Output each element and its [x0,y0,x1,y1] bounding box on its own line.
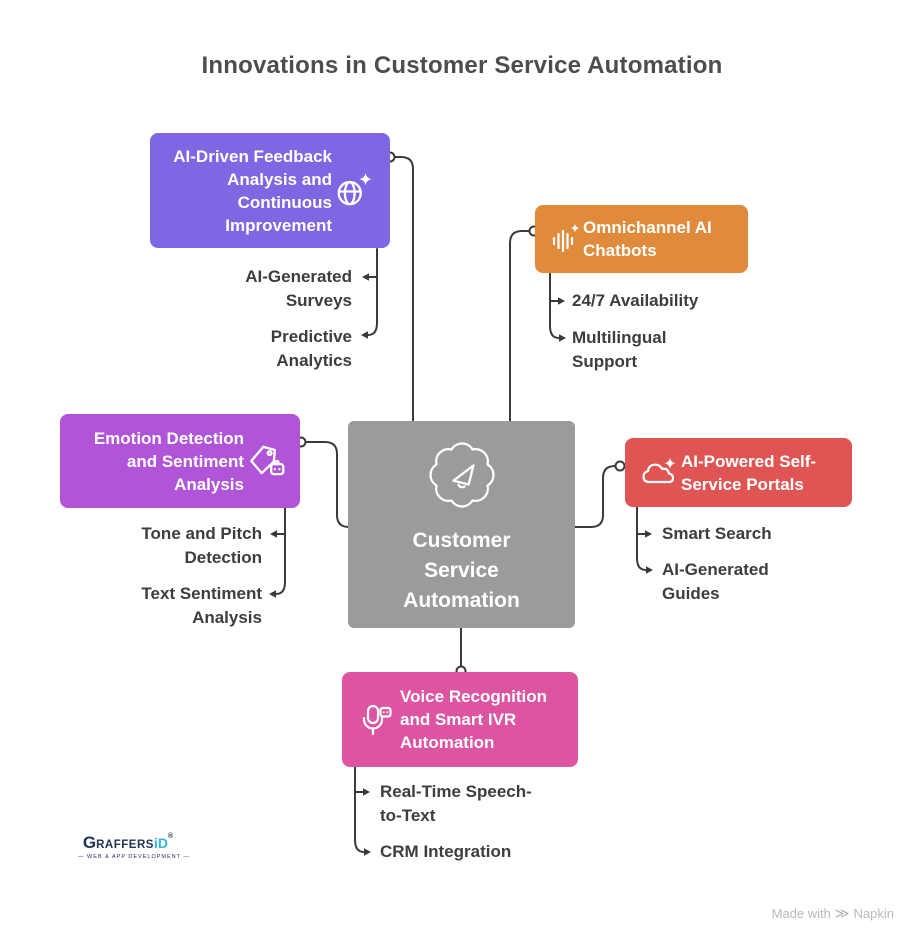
node-voice-label: Voice Recognition and Smart IVR Automati… [400,687,548,752]
arrow-emotion-child1 [270,530,277,538]
node-voice: Voice Recognition and Smart IVR Automati… [342,672,578,767]
node-emotion: Emotion Detection and Sentiment Analysis [60,414,300,508]
wire-emotion-center [305,441,350,528]
node-portals: AI-Powered Self-Service Portals [625,438,852,507]
node-center-label: Customer Service Automation [403,529,520,612]
arrow-voice-child1 [363,788,370,796]
child-multilingual-support: Multilingual Support [572,328,667,371]
node-emotion-label: Emotion Detection and Sentiment Analysis [93,428,244,494]
child-availability: 24/7 Availability [572,291,699,310]
microphone-chip-icon [356,699,400,741]
arrow-chatbots-child2 [559,334,566,342]
wire-chatbots-center [509,230,529,422]
graffersid-wordmark: GRAFFERSiD® [78,833,178,853]
arrow-portals-child2 [646,566,653,574]
arrow-feedback-child2 [361,331,368,339]
logo-letter-g: G [82,833,97,852]
registered-mark: ® [167,833,174,840]
arrow-emotion-child2 [269,590,276,598]
arrow-feedback-child1 [362,273,369,281]
tree-feedback [367,248,378,336]
globe-sparkle-icon [332,170,378,212]
child-text-sentiment-analysis: Text Sentiment Analysis [141,584,262,627]
child-smart-search: Smart Search [662,524,772,543]
tree-voice [354,766,365,853]
napkin-watermark[interactable]: Made with ≫ Napkin [772,905,894,922]
waveform-sparkle-icon [547,221,583,257]
arrow-portals-child1 [645,530,652,538]
child-ai-generated-guides: AI-Generated Guides [662,560,769,603]
node-center: Customer Service Automation [348,421,575,628]
logo-accent-id: iD [153,835,168,851]
napkin-logo-icon: ≫ [834,905,850,921]
node-feedback-label: AI-Driven Feedback Analysis and Continuo… [173,146,332,235]
tree-portals [636,506,647,571]
child-crm-integration: CRM Integration [380,842,512,861]
cloud-sparkle-icon [637,454,681,492]
tree-emotion [275,507,286,595]
watermark-brand: Napkin [853,906,894,921]
wire-feedback-center [394,156,414,422]
node-feedback: AI-Driven Feedback Analysis and Continuo… [150,133,390,248]
megaphone-gear-icon [422,435,502,520]
dot-portals [614,460,626,472]
arrow-chatbots-child1 [558,297,565,305]
tag-chip-icon [244,440,290,482]
child-ai-generated-surveys: AI-Generated Surveys [245,267,352,310]
node-portals-label: AI-Powered Self-Service Portals [681,451,817,494]
child-predictive-analytics: Predictive Analytics [270,327,352,370]
node-chatbots-label: Omnichannel AI Chatbots [583,218,712,260]
logo-tagline: — WEB & APP DEVELOPMENT — [78,854,190,860]
graffersid-logo: GRAFFERSiD® — WEB & APP DEVELOPMENT — [78,833,190,860]
child-realtime-speech-to-text: Real-Time Speech-to-Text [380,782,532,825]
tree-chatbots [549,272,560,339]
child-tone-pitch-detection: Tone and Pitch Detection [141,524,262,567]
watermark-made-with: Made with [771,906,831,921]
node-chatbots: Omnichannel AI Chatbots [535,205,748,273]
logo-letters-rest: RAFFERS [96,839,154,851]
arrow-voice-child2 [364,848,371,856]
page-title: Innovations in Customer Service Automati… [201,52,723,79]
wire-portals-center [574,465,616,528]
